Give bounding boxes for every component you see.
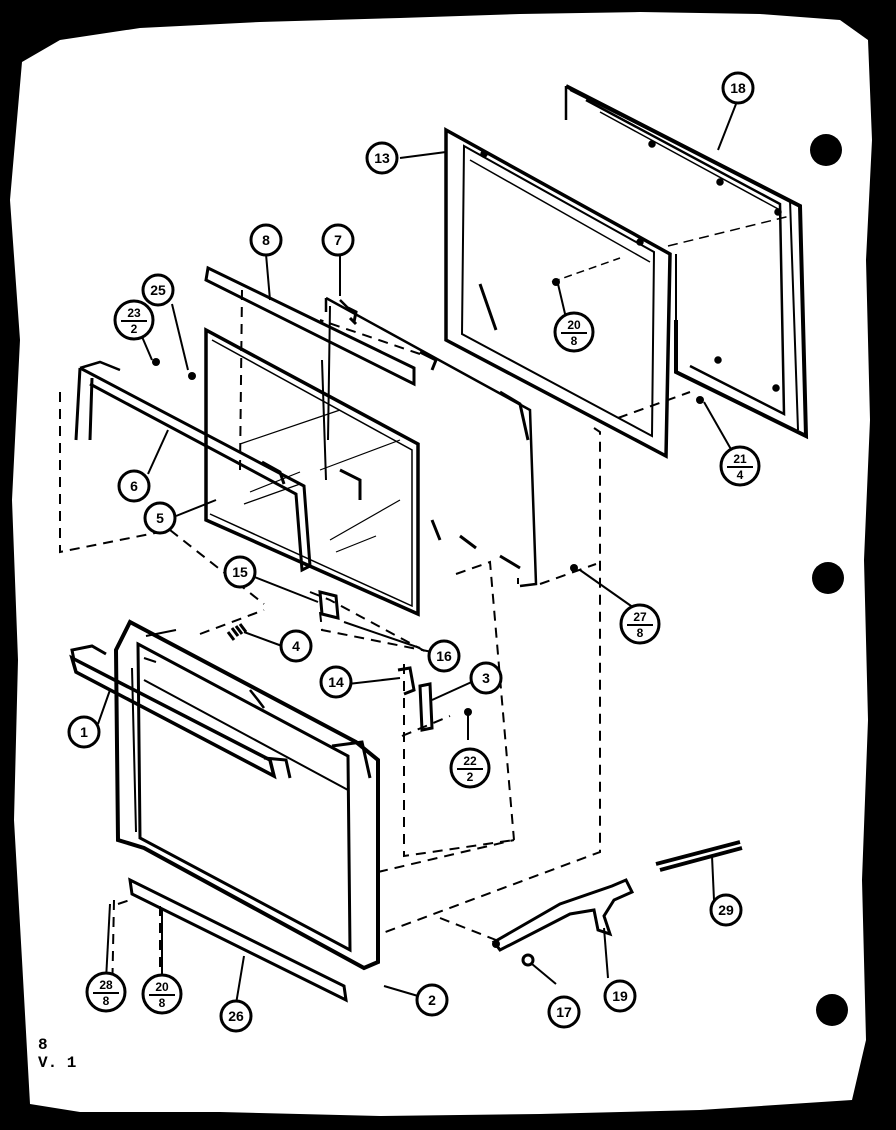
callout-label: 19 <box>612 988 628 1004</box>
callout-label: 8 <box>637 626 644 640</box>
part-26-bottom-strip <box>128 877 348 1003</box>
callout-label: 18 <box>730 80 746 96</box>
assembly-lines <box>59 289 691 1001</box>
callout-circle <box>721 71 755 105</box>
callout-c20b: 208 <box>141 973 183 1015</box>
callout-c13: 13 <box>365 141 399 175</box>
callout-label: 17 <box>556 1004 572 1020</box>
callout-c21: 214 <box>719 445 761 487</box>
callout-c8: 8 <box>249 223 283 257</box>
callout-label: 8 <box>159 996 166 1010</box>
part-15-bracket <box>318 590 340 620</box>
callout-label: 2 <box>131 322 138 336</box>
callout-circle <box>547 995 581 1029</box>
callout-c2: 2 <box>415 983 449 1017</box>
callout-c5: 5 <box>143 501 177 535</box>
callout-circle <box>219 999 253 1033</box>
part-29-spring <box>655 840 743 872</box>
callout-circle <box>67 715 101 749</box>
callout-label: 1 <box>80 724 88 740</box>
margin-blot <box>812 562 844 594</box>
callout-label: 27 <box>633 610 647 624</box>
callout-label: 28 <box>99 978 113 992</box>
callout-label: 8 <box>262 232 270 248</box>
callout-label: 26 <box>228 1008 244 1024</box>
callout-c17: 17 <box>547 995 581 1029</box>
callout-label: 14 <box>328 674 344 690</box>
callout-c4: 4 <box>279 629 313 663</box>
callout-c20: 208 <box>553 311 595 353</box>
callout-circle <box>709 893 743 927</box>
margin-blot <box>810 134 842 166</box>
callout-label: 20 <box>155 980 169 994</box>
callout-c15: 15 <box>223 555 257 589</box>
callout-label: 25 <box>150 282 166 298</box>
callout-circle <box>415 983 449 1017</box>
callout-circle <box>603 979 637 1013</box>
callout-c18: 18 <box>721 71 755 105</box>
callout-label: 20 <box>567 318 581 332</box>
callout-label: 8 <box>103 994 110 1008</box>
part-18-back-frame <box>564 84 809 440</box>
callout-circle <box>319 665 353 699</box>
callout-label: 3 <box>482 670 490 686</box>
part-14-clip <box>397 666 416 696</box>
callout-c1: 1 <box>67 715 101 749</box>
part-13-inner-panel <box>444 127 672 459</box>
callout-c28: 288 <box>85 971 127 1013</box>
callout-label: 2 <box>467 770 474 784</box>
callout-circle <box>321 223 355 257</box>
callout-label: 7 <box>334 232 342 248</box>
callout-label: 22 <box>463 754 477 768</box>
part-3-clip <box>418 682 434 732</box>
callout-circle <box>279 629 313 663</box>
callout-circle <box>223 555 257 589</box>
part-8-top-strip <box>204 265 416 387</box>
callout-c16: 16 <box>427 639 461 673</box>
callout-label: 5 <box>156 510 164 526</box>
callout-label: 2 <box>428 992 436 1008</box>
callout-circle <box>365 141 399 175</box>
callout-label: 29 <box>718 902 734 918</box>
callout-label: 15 <box>232 564 248 580</box>
callout-c25: 25 <box>141 273 175 307</box>
part-6-trim-channel <box>74 360 312 573</box>
part-19-hinge-arm <box>491 878 635 952</box>
callout-label: 13 <box>374 150 390 166</box>
callout-circle <box>249 223 283 257</box>
callout-label: 4 <box>292 638 300 654</box>
callout-circle <box>141 273 175 307</box>
part-drawings <box>59 84 809 1005</box>
callout-label: 21 <box>733 452 747 466</box>
corner-annotation: 8 V. 1 <box>38 1036 77 1072</box>
part-2-outer-door <box>113 619 380 971</box>
callout-circle <box>469 661 503 695</box>
paper-background <box>10 12 872 1116</box>
callout-circle <box>427 639 461 673</box>
part-1-handle <box>69 644 292 780</box>
callout-label: 23 <box>127 306 141 320</box>
callout-c19: 19 <box>603 979 637 1013</box>
callout-circle <box>117 469 151 503</box>
callout-label: 4 <box>737 468 744 482</box>
callout-c22: 222 <box>449 747 491 789</box>
callout-c7: 7 <box>321 223 355 257</box>
callout-label: 6 <box>130 478 138 494</box>
callout-c29: 29 <box>709 893 743 927</box>
callout-c3: 3 <box>469 661 503 695</box>
callout-c14: 14 <box>319 665 353 699</box>
callout-c27: 278 <box>619 603 661 645</box>
callout-c6: 6 <box>117 469 151 503</box>
margin-blot <box>816 994 848 1026</box>
part-4-spring <box>226 623 248 641</box>
callout-c26: 26 <box>219 999 253 1033</box>
part-17-roller <box>521 953 535 967</box>
callout-circle <box>143 501 177 535</box>
callout-label: 8 <box>571 334 578 348</box>
callout-label: 16 <box>436 648 452 664</box>
callout-c23: 232 <box>113 299 155 341</box>
